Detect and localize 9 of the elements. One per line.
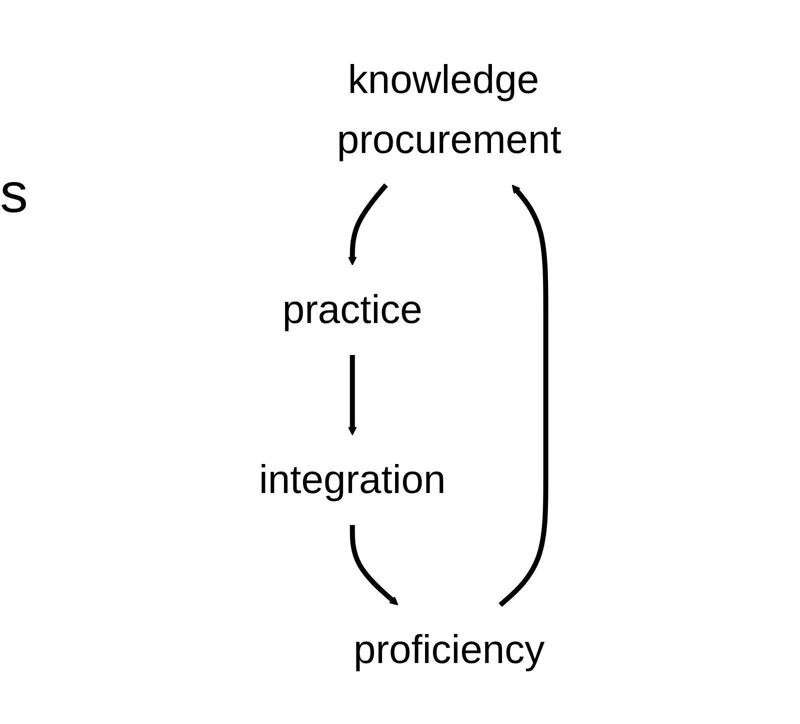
arrow (350, 525, 398, 606)
node-text: knowledge procurement (336, 58, 562, 162)
arrow (348, 355, 357, 436)
text-fragment: s (0, 160, 28, 225)
arrow (498, 184, 548, 607)
node-text: proficiency (353, 628, 544, 672)
node-text: integration (258, 458, 446, 502)
node-text: practice (282, 288, 422, 332)
arrow (348, 183, 388, 266)
